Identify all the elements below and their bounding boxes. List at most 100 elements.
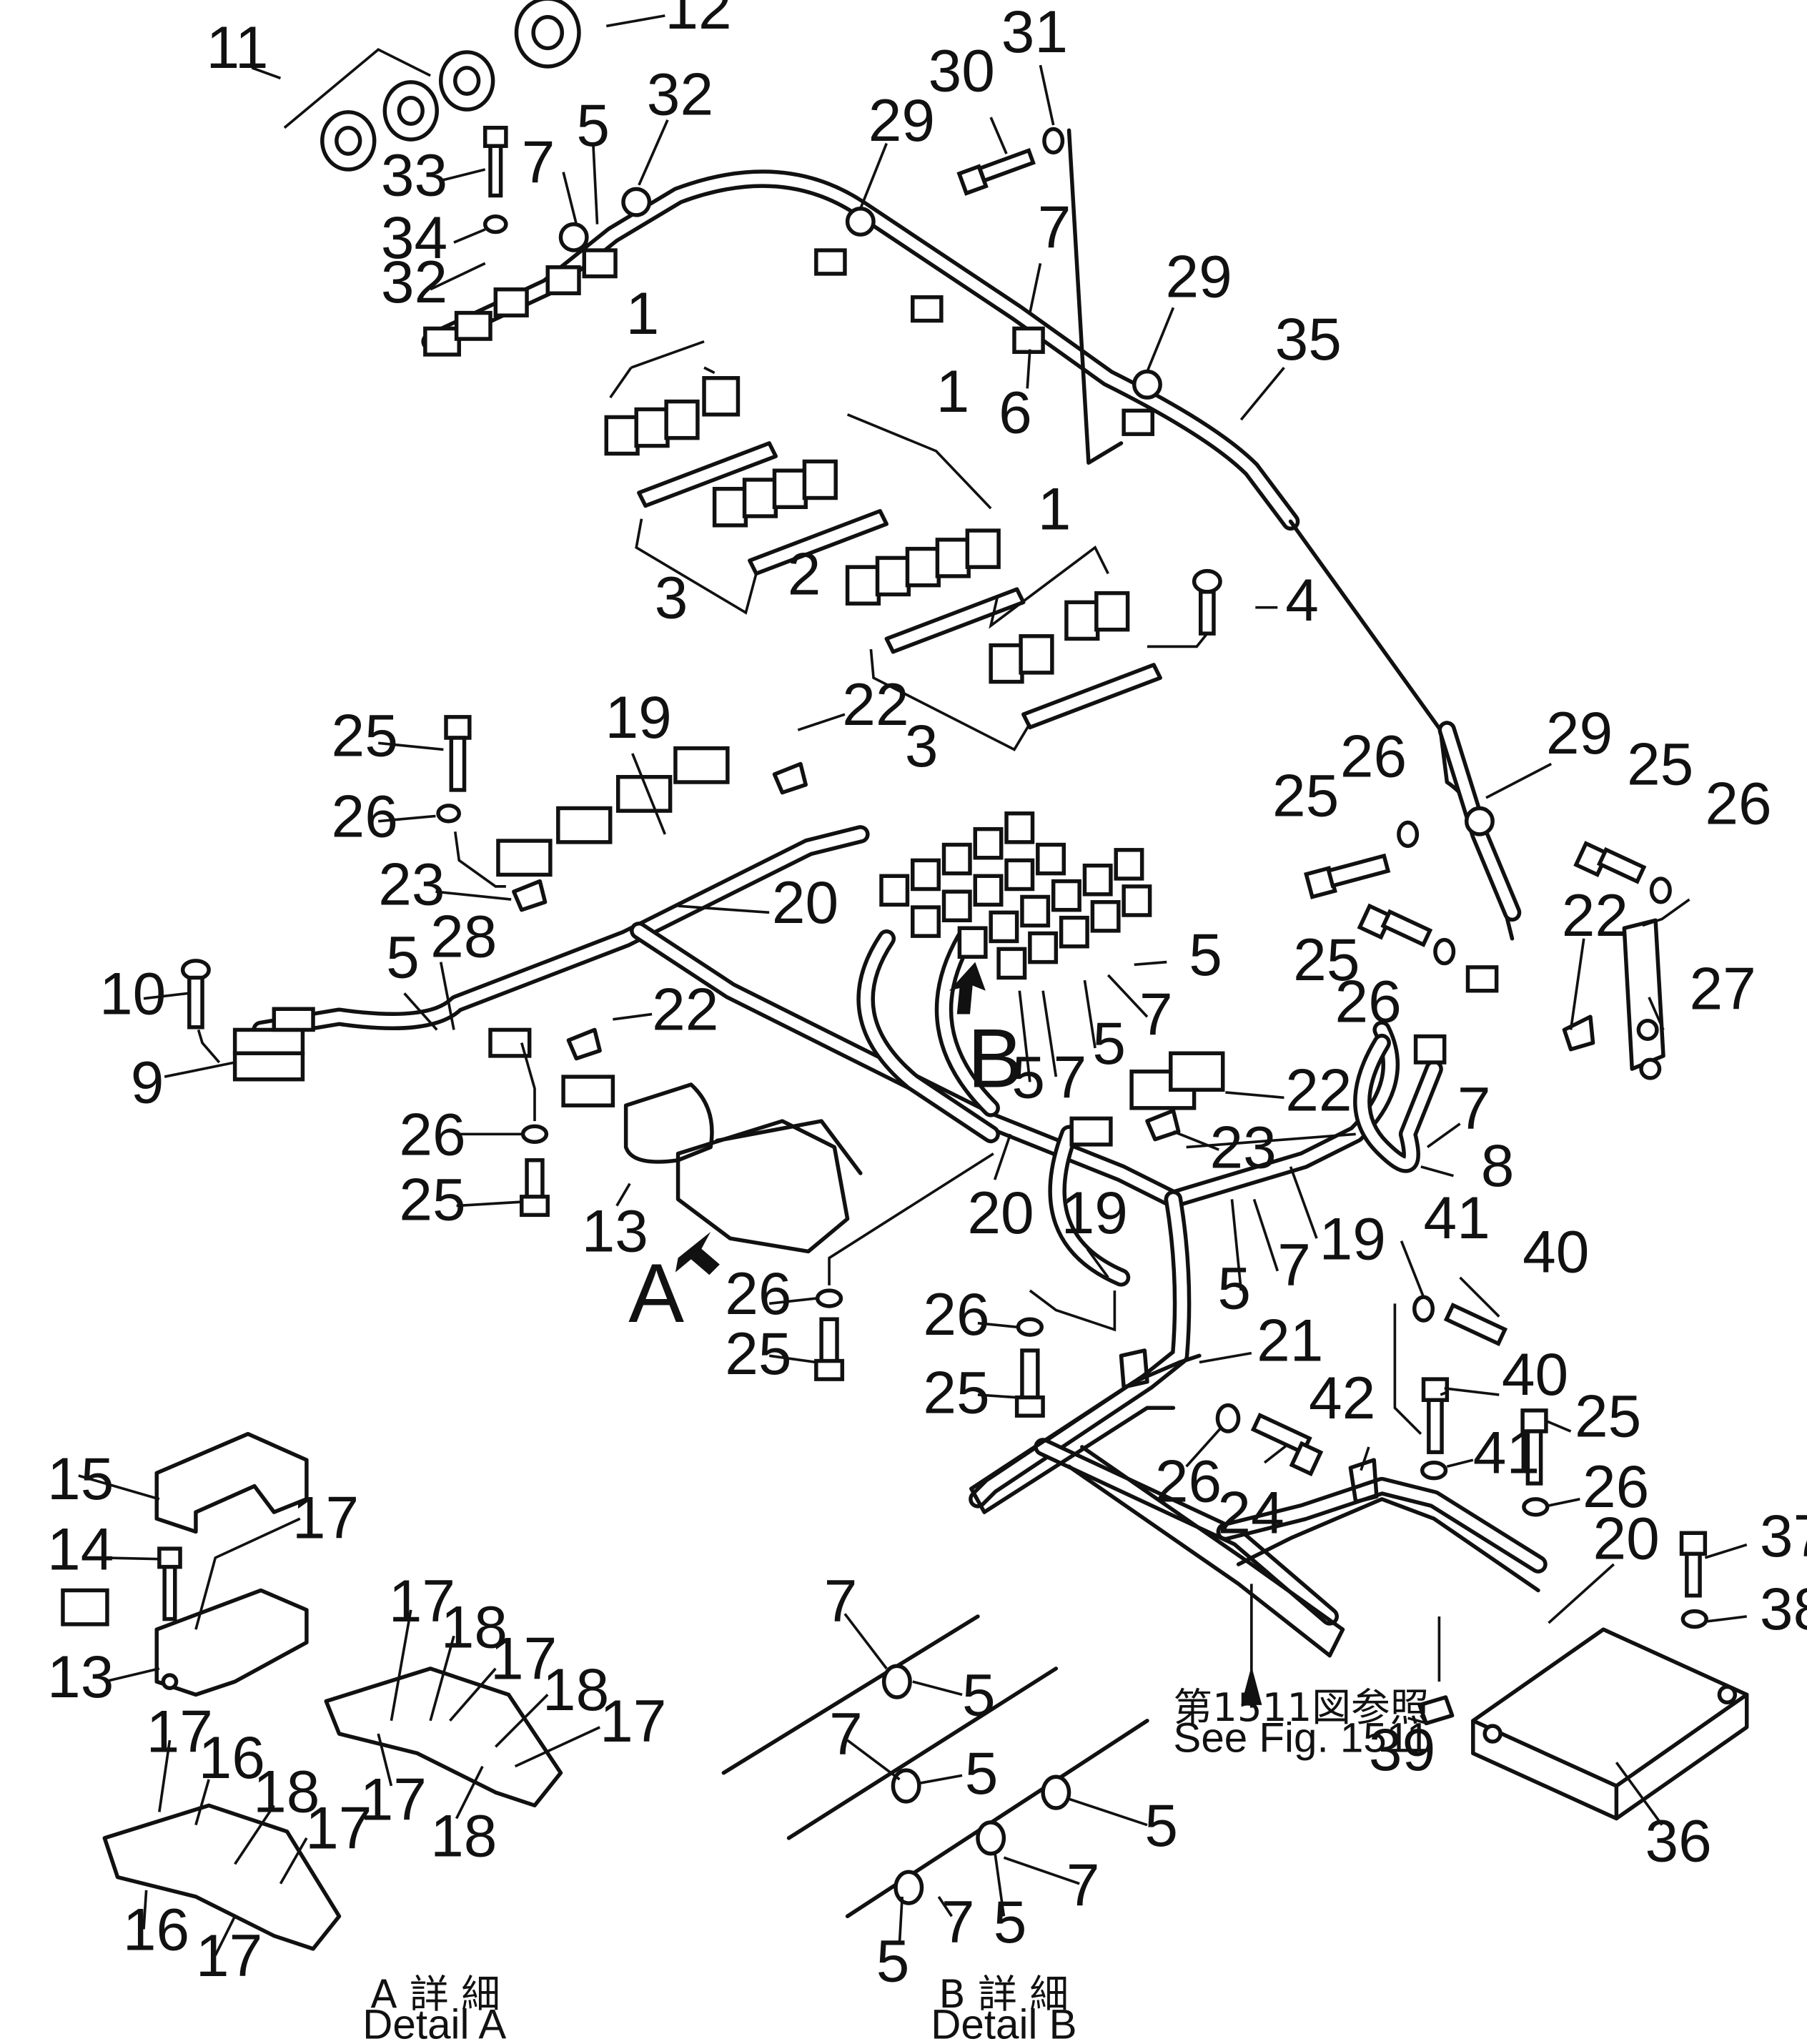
callout-17-f: 17	[147, 1698, 213, 1765]
detail-a-drawing	[61, 1431, 563, 1951]
callout-22-d: 22	[1285, 1056, 1352, 1123]
callout-25-f: 25	[725, 1320, 791, 1387]
callout-38: 38	[1760, 1575, 1807, 1642]
callout-41-b: 41	[1473, 1418, 1540, 1486]
grommets	[320, 0, 581, 172]
callout-39: 39	[1369, 1716, 1435, 1783]
upper-fasteners	[482, 125, 1124, 465]
arrow-a-icon	[675, 1232, 720, 1275]
callout-5-e: 5	[1011, 1043, 1045, 1110]
callout-5-i: 5	[1144, 1792, 1178, 1859]
callout-19-b: 19	[1061, 1179, 1128, 1246]
callout-40-b: 40	[1502, 1341, 1568, 1408]
callout-30: 30	[929, 37, 995, 104]
detail-b-jp: B 詳 細	[939, 1971, 1069, 2017]
view-a-marker: A	[628, 1246, 684, 1340]
callout-26-h: 26	[1155, 1447, 1222, 1514]
callout-26-e: 26	[399, 1100, 465, 1167]
callout-7-top: 7	[522, 128, 555, 195]
callout-37: 37	[1760, 1502, 1807, 1569]
reference-arrow-icon	[1241, 1666, 1262, 1705]
callout-18-c: 18	[430, 1802, 497, 1869]
b-relay-cluster	[879, 811, 1225, 1147]
callout-33: 33	[381, 142, 447, 209]
callout-5-j: 5	[994, 1888, 1027, 1955]
callout-5-f: 5	[1217, 1255, 1251, 1322]
callout-7-c: 7	[1139, 981, 1173, 1048]
callout-3-left: 3	[655, 563, 688, 631]
callout-15: 15	[47, 1445, 114, 1512]
callout-20-a: 20	[772, 869, 838, 936]
middle-fasteners	[180, 715, 1690, 1418]
callout-5-k: 5	[876, 1927, 910, 1994]
callout-32-lower: 32	[381, 248, 447, 315]
callout-26-a: 26	[332, 783, 398, 850]
callout-7-j: 7	[941, 1888, 975, 1955]
callout-7-g: 7	[824, 1567, 858, 1634]
callout-41-a: 41	[1424, 1184, 1490, 1251]
detail-a-en: Detail A	[362, 2002, 506, 2044]
callout-35: 35	[1275, 305, 1342, 372]
callout-18-b: 18	[543, 1656, 609, 1723]
callout-14: 14	[47, 1515, 114, 1582]
callout-13-a: 13	[582, 1197, 648, 1264]
callout-32-upper: 32	[647, 60, 713, 127]
callout-5-d: 5	[1092, 1009, 1126, 1077]
callout-4: 4	[1285, 566, 1319, 633]
callout-17-h: 17	[196, 1922, 262, 1989]
callout-8: 8	[1481, 1132, 1515, 1199]
callout-6: 6	[999, 378, 1032, 445]
callout-17-e: 17	[360, 1765, 427, 1832]
middle-connectors	[232, 746, 1447, 1254]
callout-26-d: 26	[1335, 968, 1402, 1035]
callout-40-a: 40	[1523, 1218, 1589, 1285]
leader-lines	[78, 14, 1748, 1956]
callout-25-g: 25	[923, 1359, 989, 1426]
detail-b-en: Detail B	[931, 2002, 1076, 2044]
callout-5-g: 5	[962, 1662, 996, 1729]
arrow-b-icon	[949, 962, 986, 1014]
callout-19-c: 19	[1320, 1205, 1386, 1272]
callout-18-a: 18	[441, 1594, 508, 1661]
callout-17-b: 17	[389, 1567, 455, 1634]
callout-26-g: 26	[923, 1280, 989, 1348]
callout-7-f: 7	[1277, 1231, 1311, 1298]
callout-36: 36	[1645, 1807, 1711, 1875]
callout-20-b: 20	[967, 1179, 1034, 1246]
callout-12: 12	[665, 0, 731, 41]
callout-16-a: 16	[199, 1724, 265, 1791]
callout-28: 28	[430, 902, 497, 969]
callout-29-right: 29	[1546, 699, 1613, 766]
callout-7-upper-mid: 7	[1038, 193, 1071, 260]
controller-box	[1393, 1295, 1749, 1821]
callout-5-top: 5	[576, 92, 610, 159]
lower-harness	[969, 1348, 1540, 1726]
callout-3-right: 3	[905, 712, 939, 779]
callout-1-left: 1	[626, 280, 660, 347]
callout-24: 24	[1217, 1478, 1284, 1546]
reference-en: See Fig. 1511	[1173, 1715, 1430, 1762]
callout-25-b: 25	[1627, 731, 1693, 798]
callout-16-b: 16	[123, 1896, 189, 1963]
callout-5-h: 5	[965, 1739, 999, 1807]
callout-22-b: 22	[1562, 882, 1628, 949]
callout-23-a: 23	[378, 850, 445, 917]
callout-21: 21	[1257, 1307, 1323, 1374]
callout-17-d: 17	[600, 1687, 666, 1754]
callout-10: 10	[99, 960, 166, 1027]
view-arrows	[675, 962, 1262, 1705]
callout-2: 2	[788, 540, 821, 607]
callout-42: 42	[1309, 1364, 1375, 1431]
callout-1-mid: 1	[936, 357, 970, 425]
detail-a-jp: A 詳 細	[370, 1971, 500, 2017]
callout-7-e: 7	[1457, 1075, 1491, 1142]
callout-34: 34	[381, 204, 447, 271]
callout-25-e: 25	[399, 1166, 465, 1233]
callout-18-d: 18	[253, 1757, 320, 1825]
callout-26-c: 26	[1705, 769, 1771, 836]
callout-22-a: 22	[842, 671, 909, 738]
callout-7-d: 7	[1054, 1043, 1087, 1110]
callout-labels: 11 12 33 34 32 7 5 32 29 30 31 7 6 29 35…	[47, 0, 1807, 1994]
view-b-marker: B	[967, 1012, 1023, 1105]
